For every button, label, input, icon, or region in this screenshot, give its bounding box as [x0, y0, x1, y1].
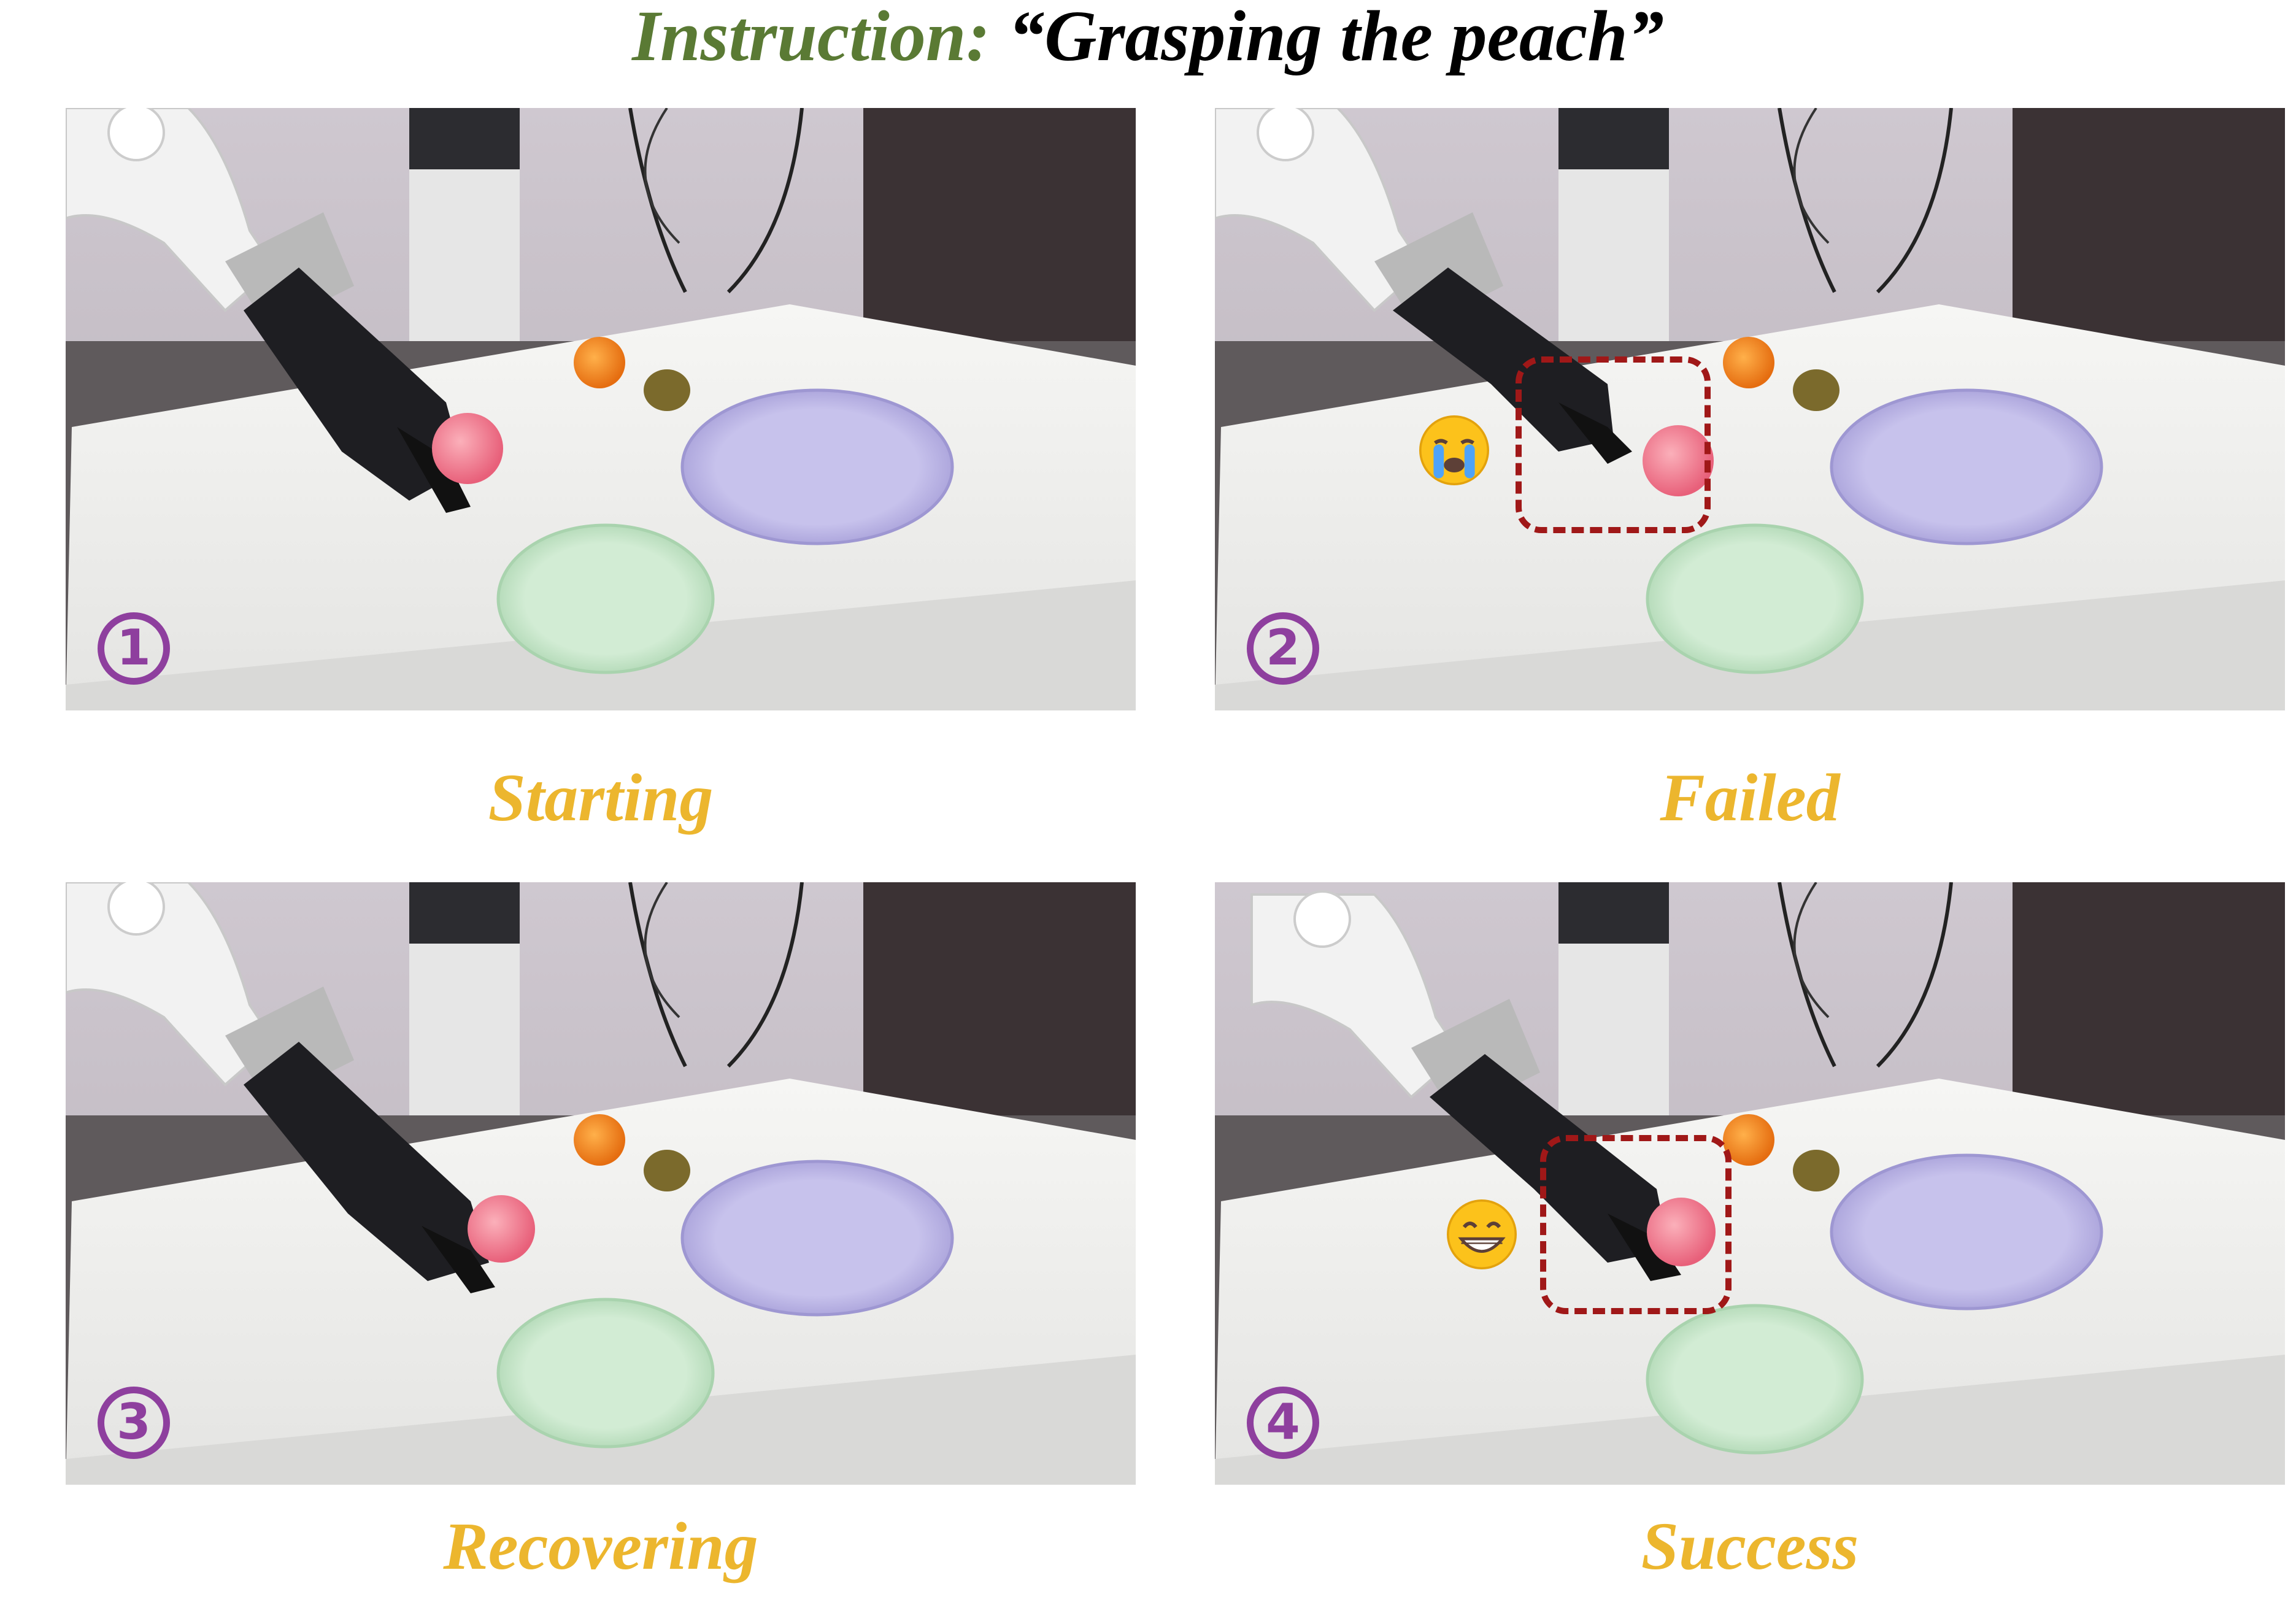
step-number-badge: 1 [98, 612, 170, 685]
instruction-title: Instruction: “Grasping the peach” [0, 0, 2296, 74]
success-highlight-box [1540, 1135, 1732, 1314]
caption-starting: Starting [488, 760, 714, 835]
photo-panel-recovering: 3 [66, 882, 1136, 1485]
instruction-text: “Grasping the peach” [1008, 0, 1664, 76]
scene-photo [1215, 882, 2285, 1485]
photo-panel-success: 4 [1215, 882, 2285, 1485]
failure-highlight-box [1516, 356, 1711, 533]
scene-photo [66, 882, 1136, 1485]
grinning-face-icon [1445, 1198, 1519, 1271]
instruction-label: Instruction: [632, 0, 990, 76]
photo-panel-starting: 1 [66, 108, 1136, 710]
caption-success: Success [1641, 1509, 1859, 1584]
crying-face-icon [1417, 414, 1491, 487]
step-number-badge: 3 [98, 1387, 170, 1459]
step-number-badge: 4 [1247, 1387, 1319, 1459]
step-number-badge: 2 [1247, 612, 1319, 685]
caption-recovering: Recovering [443, 1509, 758, 1584]
caption-failed: Failed [1660, 760, 1840, 835]
scene-photo [1215, 108, 2285, 710]
scene-photo [66, 108, 1136, 710]
photo-panel-failed: 2 [1215, 108, 2285, 710]
